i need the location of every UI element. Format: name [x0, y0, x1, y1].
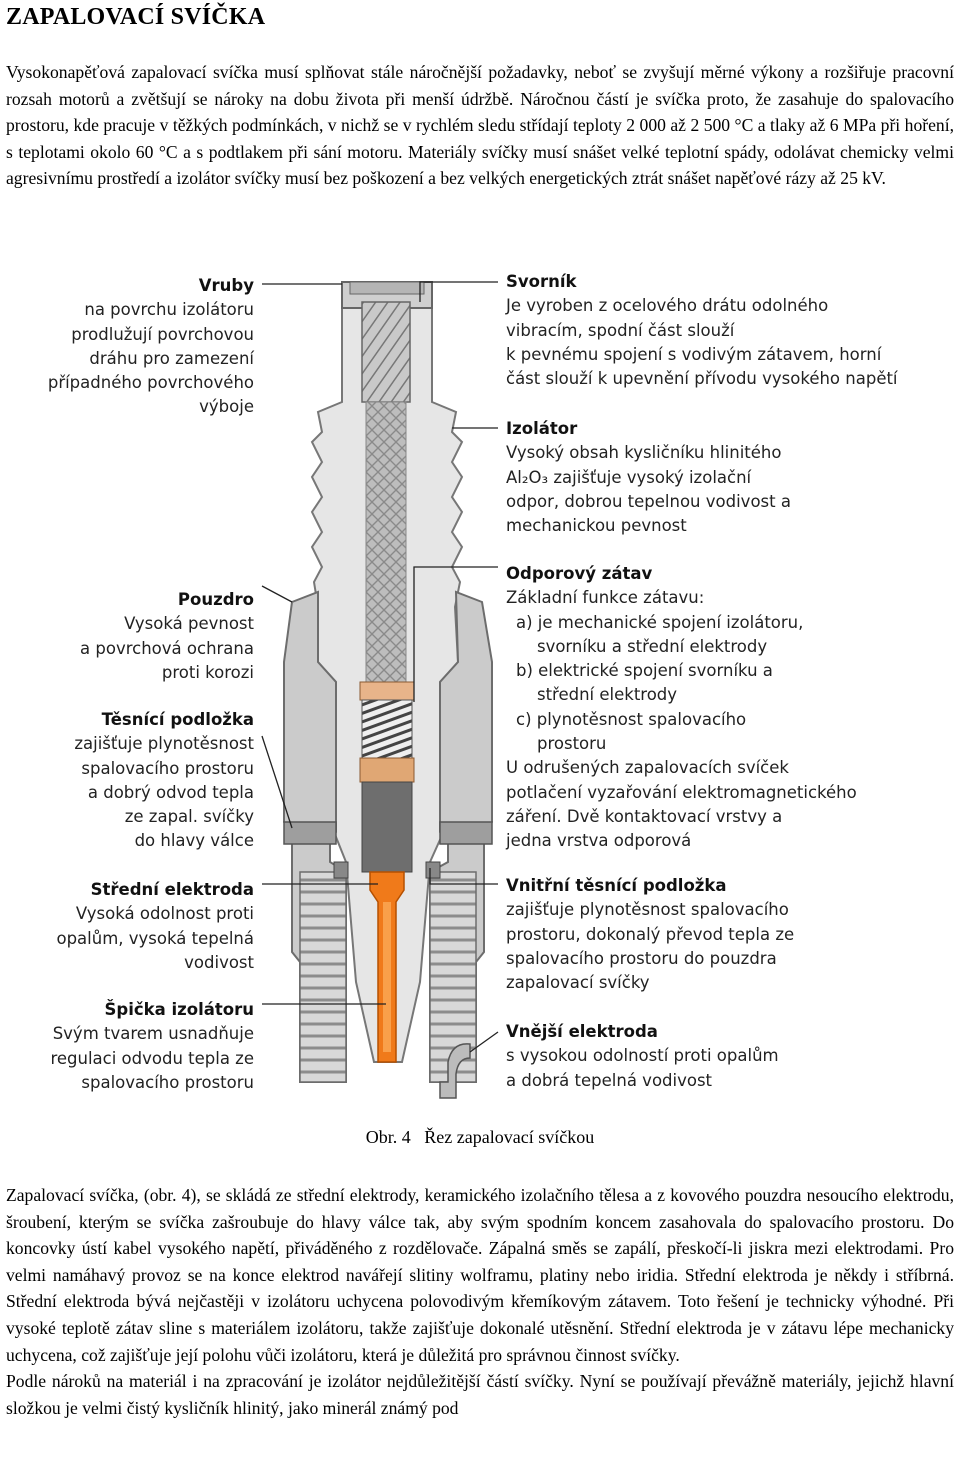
label-stredni-heading: Střední elektroda: [90, 880, 254, 899]
label-line: k pevnému spojení s vodivým zátavem, hor…: [506, 344, 882, 364]
label-line: Al₂O₃ zajišťuje vysoký izolační: [506, 467, 752, 487]
label-izolator-heading: Izolátor: [506, 419, 578, 438]
body-paragraph: Zapalovací svíčka, (obr. 4), se skládá z…: [6, 1185, 954, 1418]
label-line: případného povrchového: [47, 373, 254, 393]
inner-seal-left: [333, 861, 349, 879]
label-line: zajišťuje plynotěsnost: [74, 734, 254, 754]
label-line: zajišťuje plynotěsnost spalovacího: [506, 900, 789, 920]
label-line: vibracím, spodní část slouží: [506, 320, 735, 340]
label-line: U odrušených zapalovacích svíček: [506, 758, 789, 778]
label-tesnici-heading: Těsnící podložka: [101, 710, 254, 729]
label-line: mechanickou pevnost: [506, 516, 687, 536]
label-vruby: Vruby na povrchu izolátoru prodlužují po…: [48, 274, 254, 420]
label-line: a dobrá tepelná vodivost: [506, 1070, 713, 1090]
label-svornik: Svorník Je vyroben z ocelového drátu odo…: [506, 270, 898, 391]
label-line: svorníku a střední elektrody: [516, 636, 768, 656]
page-title: ZAPALOVACÍ SVÍČKA: [6, 4, 266, 30]
label-line: do hlavy válce: [134, 831, 254, 851]
label-line: opalům, vysoká tepelná: [56, 928, 254, 948]
label-line: střední elektrody: [516, 685, 678, 705]
label-svornik-heading: Svorník: [506, 272, 577, 291]
intro-paragraph: Vysokonapěťová zapalovací svíčka musí sp…: [6, 62, 954, 189]
center-bore: [365, 401, 407, 683]
label-line: Základní funkce zátavu:: [506, 588, 705, 608]
label-pouzdro-heading: Pouzdro: [177, 590, 254, 609]
ground-electrode: [439, 1043, 471, 1099]
label-line: s vysokou odolností proti opalům: [506, 1046, 779, 1066]
label-line: prostoru: [516, 734, 607, 754]
label-line: b) elektrické spojení svorníku a: [516, 661, 773, 681]
label-line: Svým tvarem usnadňuje: [52, 1024, 254, 1044]
label-pouzdro: Pouzdro Vysoká pevnost a povrchová ochra…: [80, 588, 254, 685]
label-tesnici-podlozka: Těsnící podložka zajišťuje plynotěsnost …: [74, 708, 254, 854]
label-line: Je vyroben z ocelového drátu odolného: [506, 296, 829, 316]
label-line: ze zapal. svíčky: [124, 807, 254, 827]
label-vruby-heading: Vruby: [198, 276, 254, 295]
terminal-stud: [361, 301, 411, 403]
label-line: Vysoká pevnost: [124, 614, 254, 634]
label-vnitrni-tesnici-podlozka: Vnitřní těsnící podložka zajišťuje plyno…: [506, 874, 794, 995]
label-izolator: Izolátor Vysoký obsah kysličníku hlinité…: [506, 417, 791, 538]
shell-thread-left: [299, 871, 347, 1083]
label-line: záření. Dvě kontaktovací vrstvy a: [506, 806, 783, 826]
label-line: Vysoká odolnost proti: [75, 904, 254, 924]
label-vnejsi-elektroda: Vnější elektroda s vysokou odolností pro…: [506, 1020, 779, 1093]
label-spicka-izolatoru: Špička izolátoru Svým tvarem usnadňuje r…: [50, 998, 254, 1095]
electrode-core: [383, 902, 391, 1052]
label-line: spalovacího prostoru: [81, 1072, 254, 1092]
label-line: vodivost: [184, 952, 254, 972]
conductive-seal-top: [359, 681, 415, 701]
terminal-stud-cap: [349, 281, 425, 295]
label-line: proti korozi: [161, 662, 254, 682]
label-line: spalovacího prostoru: [81, 758, 254, 778]
label-line: c) plynotěsnost spalovacího: [516, 709, 747, 729]
label-line: dráhu pro zamezení: [89, 348, 254, 368]
label-line: na povrchu izolátoru: [84, 300, 254, 320]
resistor-layer: [361, 781, 413, 873]
label-zatav-heading: Odporový zátav: [506, 564, 653, 583]
label-spicka-heading: Špička izolátoru: [104, 1000, 254, 1019]
label-line: Vysoký obsah kysličníku hlinitého: [506, 443, 782, 463]
conductive-seal-mid: [359, 757, 415, 783]
spark-plug-cross-section: [261, 281, 499, 1099]
figure-caption: Obr. 4 Řez zapalovací svíčkou: [365, 1127, 595, 1147]
label-line: výboje: [199, 397, 254, 417]
label-line: regulaci odvodu tepla ze: [50, 1048, 254, 1068]
label-line: spalovacího prostoru do pouzdra: [506, 948, 777, 968]
label-odporovy-zatav: Odporový zátav Základní funkce zátavu: a…: [506, 562, 857, 854]
sealing-washer-left: [283, 821, 337, 845]
label-line: odpor, dobrou tepelnou vodivost a: [506, 491, 791, 511]
label-line: prodlužují povrchovou: [71, 324, 254, 344]
label-line: část slouží k upevnění přívodu vysokého …: [506, 369, 898, 389]
label-vnejsi-heading: Vnější elektroda: [506, 1022, 658, 1041]
label-stredni-elektroda: Střední elektroda Vysoká odolnost proti …: [56, 878, 254, 975]
label-line: a dobrý odvod tepla: [87, 782, 254, 802]
label-line: zapalovací svíčky: [506, 973, 650, 993]
resistor-spring: [361, 699, 413, 759]
label-line: prostoru, dokonalý převod tepla ze: [506, 924, 795, 944]
label-line: potlačení vyzařování elektromagnetického: [506, 782, 857, 802]
label-line: a povrchová ochrana: [80, 638, 254, 658]
sealing-washer-right: [439, 821, 493, 845]
label-line: a) je mechanické spojení izolátoru,: [516, 612, 804, 632]
label-vnitrni-heading: Vnitřní těsnící podložka: [506, 876, 727, 895]
label-line: jedna vrstva odporová: [506, 831, 692, 851]
inner-seal-right: [425, 861, 441, 879]
spark-plug-figure: Vruby na povrchu izolátoru prodlužují po…: [0, 262, 960, 1112]
